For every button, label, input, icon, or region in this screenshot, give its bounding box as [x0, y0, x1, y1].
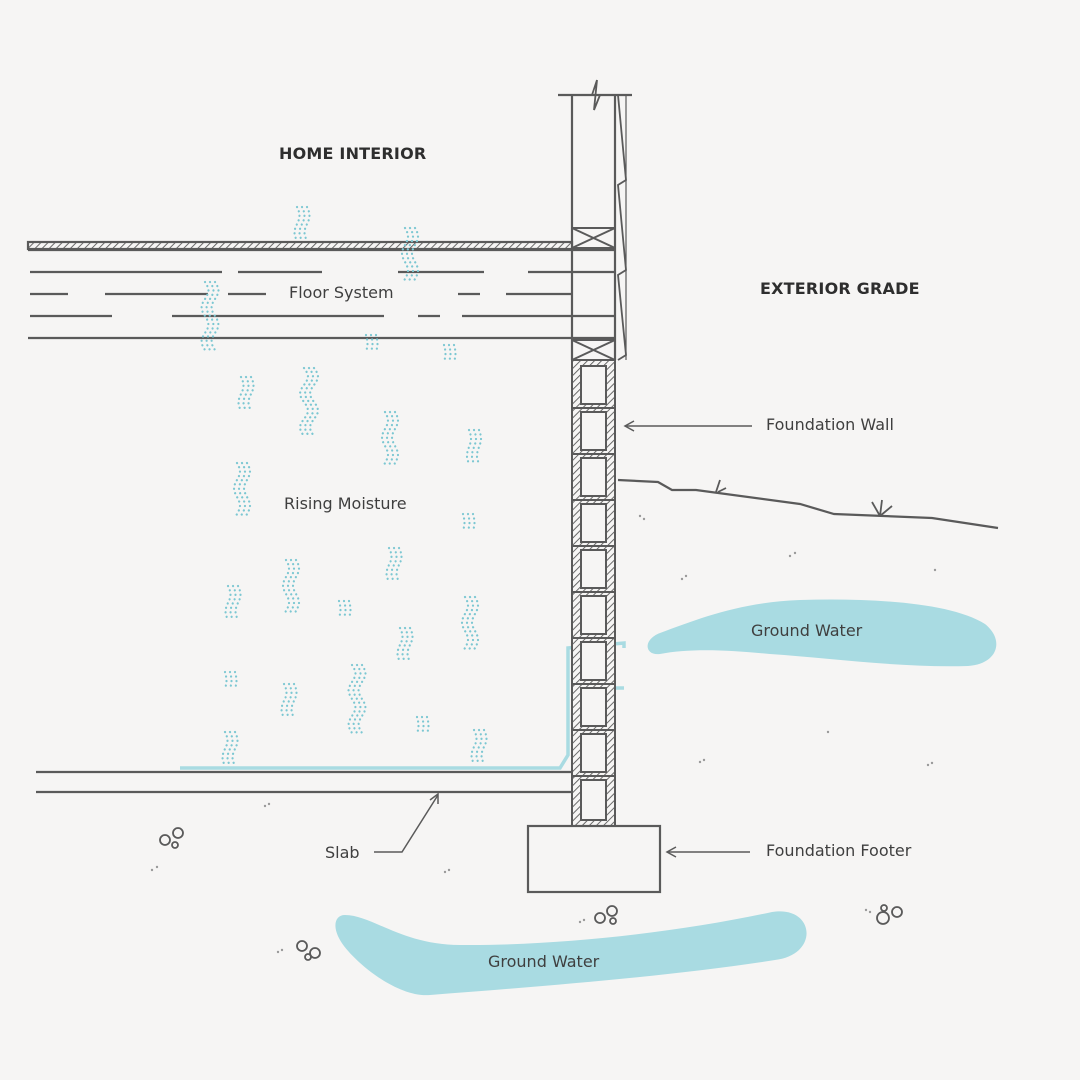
foundation-block-wall	[571, 359, 616, 827]
soil-pebbles	[159, 827, 903, 961]
soil-specks	[150, 514, 937, 954]
moisture-strand	[410, 226, 420, 282]
moisture-strand	[210, 280, 220, 354]
moisture-strand	[357, 663, 367, 735]
moisture-strand	[447, 343, 452, 365]
moisture-strand	[232, 461, 242, 519]
rising-moisture-label: Rising Moisture	[284, 494, 407, 513]
moisture-strand	[420, 715, 425, 737]
moisture-strand	[226, 730, 234, 766]
moisture-strand	[471, 512, 476, 532]
moisture-strand	[205, 280, 215, 354]
leader-arrows	[374, 420, 752, 858]
moisture-strand	[352, 663, 362, 735]
moisture-strand	[280, 682, 288, 718]
moisture-strand	[461, 512, 466, 532]
exterior-grade-label: EXTERIOR GRADE	[760, 279, 920, 298]
moisture-strand	[465, 428, 473, 464]
foundation-footer-label: Foundation Footer	[766, 841, 912, 860]
moisture-strand	[452, 343, 457, 365]
moisture-strand	[470, 595, 480, 651]
moisture-strand	[442, 343, 447, 365]
moisture-strand	[475, 428, 483, 464]
moisture-strand	[347, 663, 357, 735]
moisture-strand	[293, 205, 301, 243]
moisture-strand	[374, 333, 379, 355]
moisture-strand	[224, 584, 232, 620]
moisture-strand	[303, 366, 315, 438]
moisture-strand	[286, 558, 296, 614]
moisture-strand	[242, 461, 252, 519]
rim-joist-blocks	[571, 227, 616, 361]
floor-system-label: Floor System	[289, 283, 394, 302]
foundation-wall-label: Foundation Wall	[766, 415, 894, 434]
moisture-strand	[470, 428, 478, 464]
moisture-strand	[234, 584, 242, 620]
moisture-strand	[342, 599, 347, 621]
floor-system	[26, 240, 615, 340]
moisture-strand	[405, 226, 415, 282]
moisture-strand	[281, 558, 291, 614]
moisture-strand	[247, 375, 255, 413]
moisture-strand	[285, 682, 293, 718]
moisture-strand	[401, 626, 409, 662]
moisture-strand	[470, 728, 478, 764]
moisture-strand	[364, 333, 369, 355]
moisture-strand	[298, 205, 306, 243]
moisture-strand	[406, 626, 414, 662]
moisture-strand	[308, 366, 320, 438]
moisture-strand	[415, 715, 420, 737]
moisture-strand	[200, 280, 210, 354]
vapor-barrier	[180, 641, 626, 770]
moisture-strand	[229, 584, 237, 620]
moisture-strand	[291, 558, 301, 614]
moisture-strand	[303, 205, 311, 243]
moisture-strand	[221, 730, 229, 766]
moisture-strand	[460, 595, 470, 651]
moisture-strand	[396, 626, 404, 662]
moisture-strand	[231, 730, 239, 766]
moisture-strand	[237, 375, 245, 413]
moisture-strand	[347, 599, 352, 621]
moisture-strand	[465, 595, 475, 651]
moisture-strand	[233, 670, 238, 690]
moisture-strand	[475, 728, 483, 764]
rising-moisture-marks	[200, 205, 488, 766]
ground-water-bottom-label: Ground Water	[488, 952, 600, 971]
moisture-strand	[395, 546, 403, 582]
ground-water-right-label: Ground Water	[751, 621, 863, 640]
moisture-strand	[425, 715, 430, 737]
upper-wall	[558, 79, 632, 361]
moisture-strand	[466, 512, 471, 532]
moisture-strand	[242, 375, 250, 413]
moisture-strand	[298, 366, 310, 438]
exterior-grade-line	[617, 478, 999, 530]
slab	[36, 770, 572, 794]
moisture-strand	[390, 410, 400, 468]
moisture-strand	[480, 728, 488, 764]
ground-water-pool-bottom	[335, 911, 807, 996]
ground-water-pool-right	[647, 599, 997, 667]
home-interior-label: HOME INTERIOR	[279, 144, 427, 163]
moisture-strand	[228, 670, 233, 690]
moisture-strand	[400, 226, 410, 282]
moisture-strand	[337, 599, 342, 621]
moisture-strand	[223, 670, 228, 690]
slab-label: Slab	[325, 843, 360, 862]
moisture-strand	[390, 546, 398, 582]
moisture-strand	[369, 333, 374, 355]
moisture-strand	[290, 682, 298, 718]
moisture-strand	[385, 546, 393, 582]
moisture-strand	[385, 410, 395, 468]
moisture-strand	[237, 461, 247, 519]
moisture-strand	[380, 410, 390, 468]
foundation-footer-block	[526, 824, 662, 894]
